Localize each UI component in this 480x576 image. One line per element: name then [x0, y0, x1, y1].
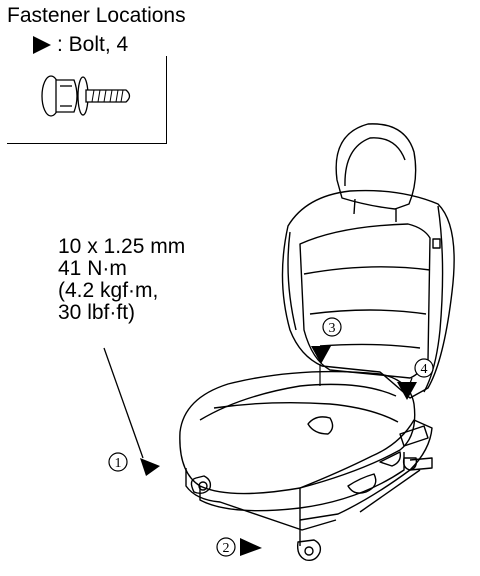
- legend-bolt-row: : Bolt, 4: [31, 33, 128, 57]
- torque-spec-line: 30 lbf·ft): [58, 301, 136, 324]
- callout-1: 1: [108, 452, 128, 472]
- callout-2: 2: [216, 537, 236, 557]
- triangle-pointer-icon: [33, 36, 51, 54]
- bolt-pointer-1-icon: [140, 458, 160, 476]
- legend-title: Fastener Locations: [7, 4, 186, 27]
- bolt-pointer-2-icon: [240, 538, 262, 556]
- callout-3: 3: [322, 317, 342, 337]
- callout-2-label: 2: [223, 541, 230, 556]
- spec-leader-line: [103, 347, 144, 459]
- torque-spec-line: 10 x 1.25 mm: [58, 235, 186, 258]
- bolt-pointer-3-icon: [311, 346, 331, 364]
- torque-spec: 10 x 1.25 mm 41 N·m (4.2 kgf·m, 30 lbf·f…: [58, 236, 185, 324]
- callout-4-label: 4: [421, 362, 428, 377]
- torque-spec-line: 41 N·m: [58, 257, 127, 280]
- callout-1-label: 1: [115, 456, 122, 471]
- legend-frame: [7, 56, 167, 144]
- bolt-pointer-4-icon: [397, 382, 417, 400]
- torque-spec-line: (4.2 kgf·m,: [58, 279, 159, 302]
- callout-3-label: 3: [329, 321, 336, 336]
- callout-4: 4: [414, 358, 434, 378]
- seat-drawing: [179, 123, 455, 562]
- legend-bolt-label: : Bolt, 4: [57, 33, 129, 56]
- bolt-icon: [41, 75, 131, 117]
